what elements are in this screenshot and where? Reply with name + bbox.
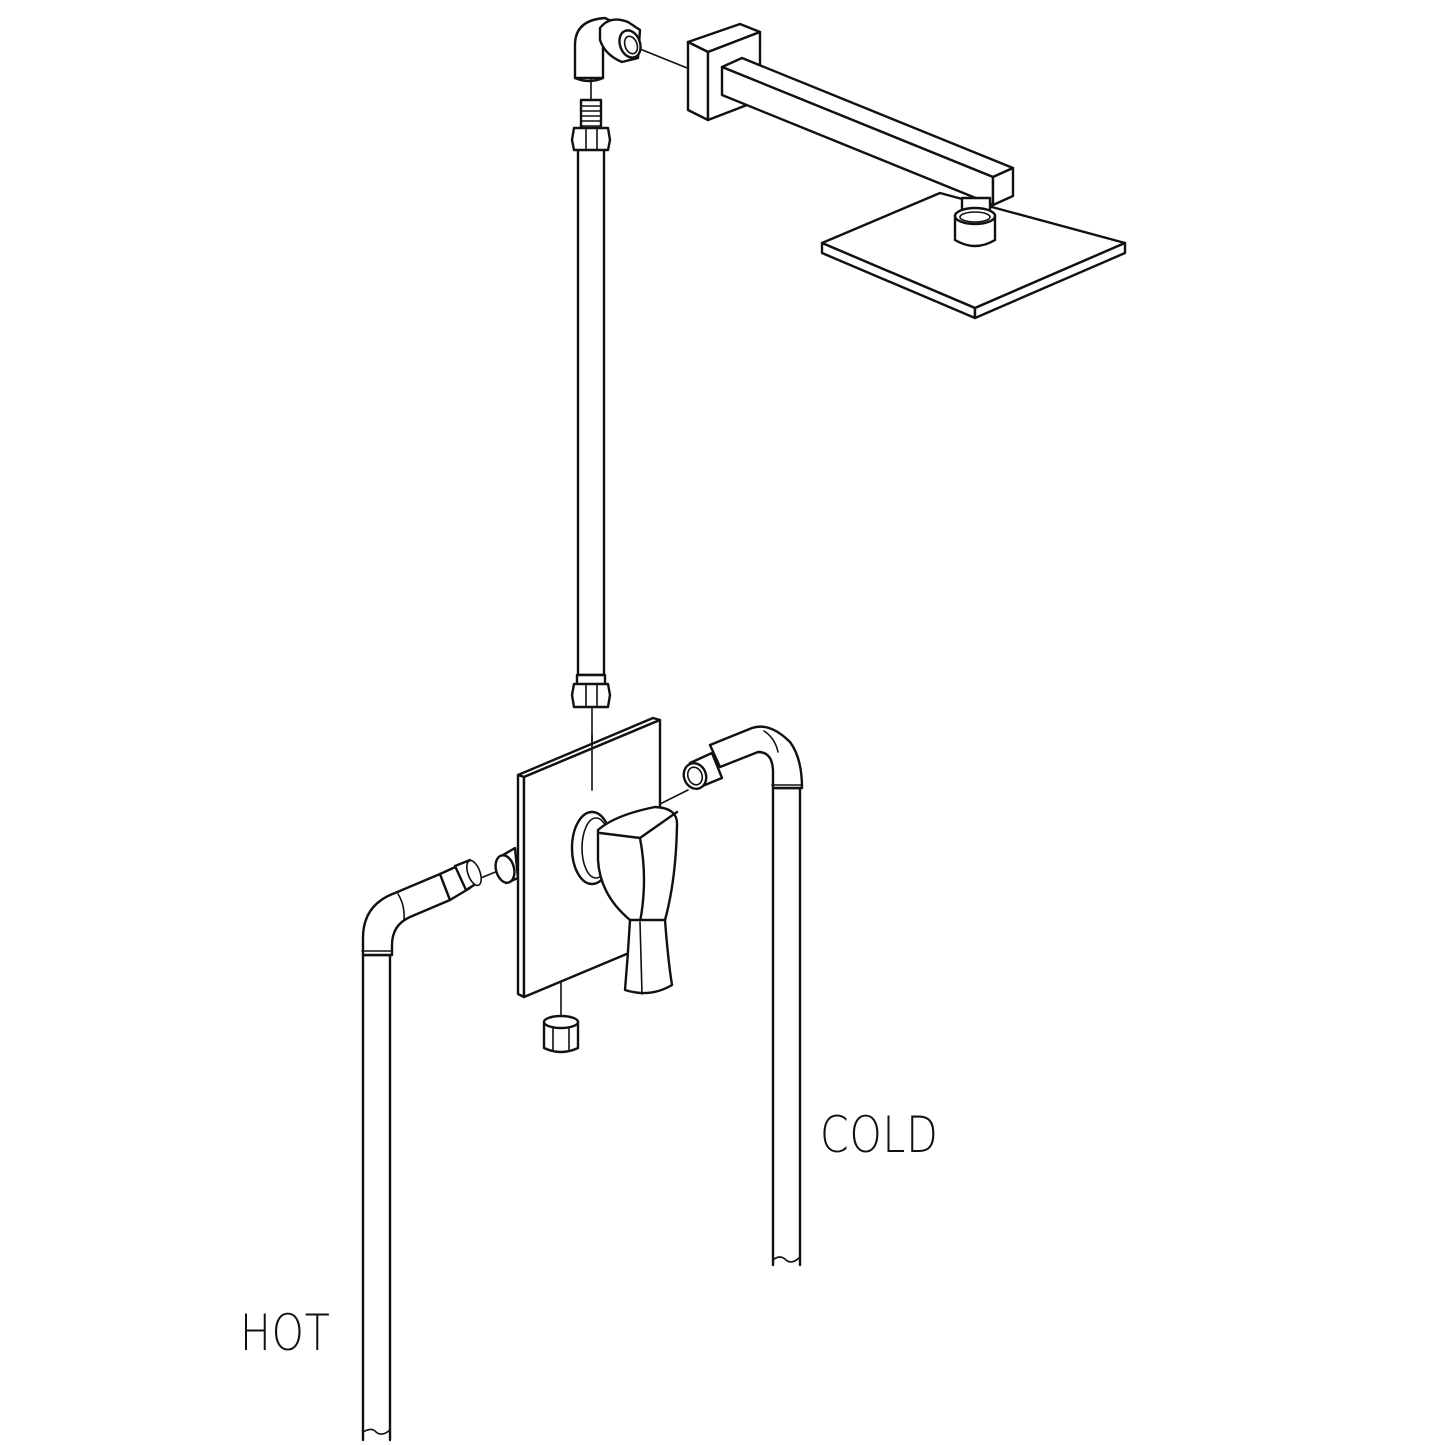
shower-arm [720,56,1015,207]
cold-supply-pipe [682,725,804,1267]
swivel-connector [953,196,997,248]
hot-label: HOT [240,1304,331,1362]
hot-valve-inlet [494,846,520,885]
shower-head [820,191,1127,320]
lever-handle [570,805,679,995]
top-elbow [573,16,642,83]
hot-supply-pipe [361,858,482,1442]
riser-pipe [570,98,612,709]
cold-label: COLD [820,1106,939,1164]
bottom-hex-cap [542,1014,580,1054]
